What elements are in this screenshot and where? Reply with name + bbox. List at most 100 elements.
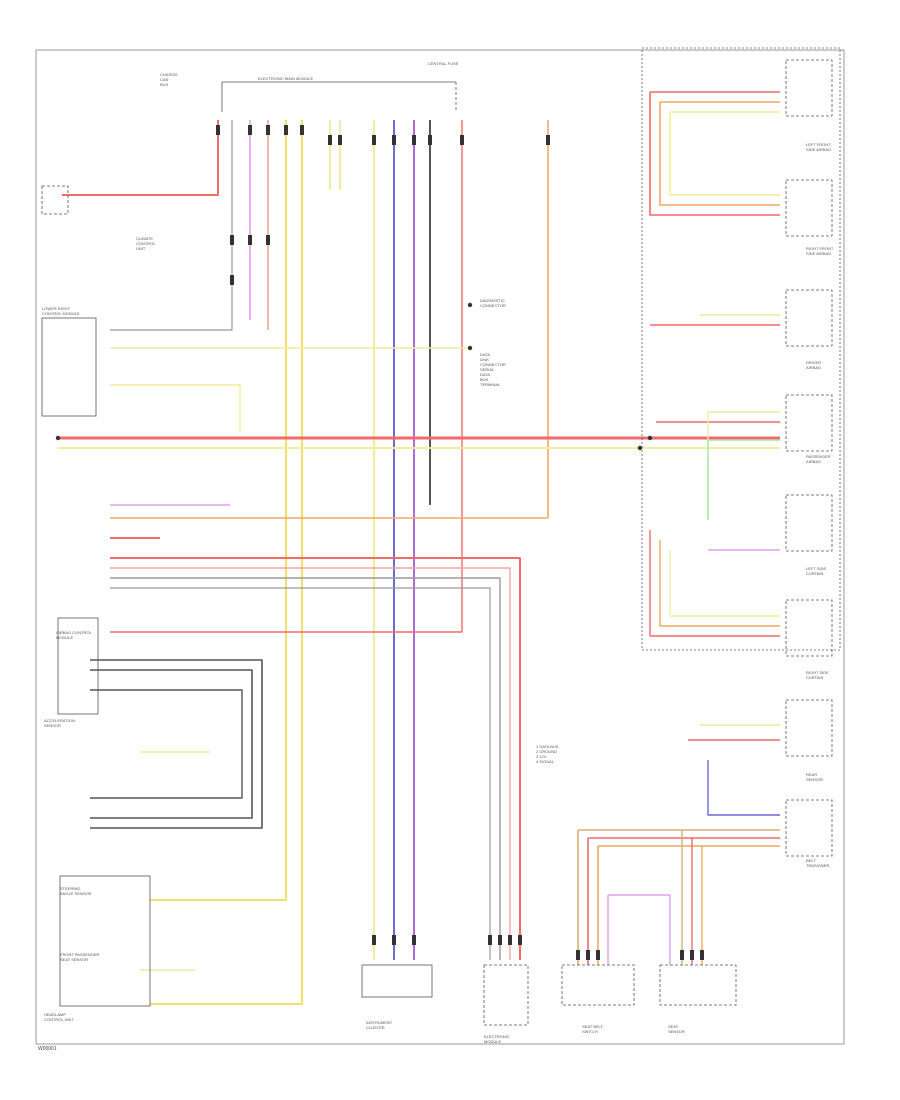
wire-yellow-short — [110, 384, 241, 432]
wire-right-orange-1 — [659, 102, 780, 206]
splice-2 — [467, 345, 473, 351]
connector-bottom-8 — [576, 950, 580, 960]
label-mid-right: DIAGNOSTIC CONNECTOR — [480, 298, 506, 308]
component-left-bottom — [59, 875, 151, 1007]
label-right-col-3: DRIVER AIRBAG — [806, 360, 822, 370]
connector-top-3 — [266, 125, 270, 135]
label-right-col-1: LEFT FRONT SIDE AIRBAG — [806, 142, 832, 152]
connector-bottom-2 — [392, 935, 396, 945]
label-bottom-1: INSTRUMENT CLUSTER — [366, 1020, 393, 1030]
wire-yellow-2 — [150, 120, 303, 1005]
wire-right-yellow-3 — [707, 411, 781, 520]
component-right-5 — [785, 494, 833, 552]
label-left-mid: CLIMATE CONTROL UNIT — [136, 236, 156, 251]
label-right-col-2: RIGHT FRONT SIDE AIRBAG — [806, 246, 834, 256]
wire-right-green — [707, 439, 781, 520]
wire-ground-loop-2 — [90, 669, 253, 819]
label-bottom-2: ELECTRONIC MODULE — [484, 1034, 510, 1044]
wire-right-yellow-1 — [669, 112, 780, 196]
label-right-col-5: LEFT SIDE CURTAIN — [806, 566, 827, 576]
legend: 1 DATA BUS 2 GROUND 3 12V 4 SIGNAL — [536, 744, 559, 764]
splice-4 — [637, 445, 643, 451]
bus-pink-lower — [110, 567, 511, 960]
label-top-sub: ELECTRONIC MAIN MODULE — [258, 76, 314, 81]
bus-gray-lower — [110, 577, 501, 960]
component-right-1 — [785, 59, 833, 117]
component-instrument-cluster — [361, 964, 433, 998]
label-right-col-6: RIGHT SIDE CURTAIN — [806, 670, 829, 680]
connector-top-4 — [284, 125, 288, 135]
wire-right-orange-4 — [659, 540, 780, 627]
connector-top-7 — [338, 135, 342, 145]
component-right-3 — [785, 289, 833, 347]
component-left-airbag-module — [57, 617, 99, 715]
connector-mid-2 — [230, 275, 234, 285]
label-left-bottom-box: STEERING ANGLE SENSOR — [60, 886, 92, 896]
label-left-bottom-box2: FRONT PASSENGER SEAT SENSOR — [60, 952, 100, 962]
wire-red-top-left — [62, 120, 219, 196]
wire-gray-1 — [110, 120, 233, 331]
component-seat-sensor — [659, 964, 737, 1006]
component-right-frame — [641, 47, 841, 651]
wire-right-yellow-4 — [669, 550, 780, 617]
connector-bottom-4 — [488, 935, 492, 945]
connector-top-1 — [216, 125, 220, 135]
connector-top-10 — [412, 135, 416, 145]
splice-1 — [467, 302, 473, 308]
wire-down-magenta-r — [608, 894, 671, 965]
label-right-col-4: PASSENGER AIRBAG — [806, 454, 831, 464]
wire-orange — [110, 120, 549, 519]
connector-top-13 — [546, 135, 550, 145]
connector-bottom-13 — [700, 950, 704, 960]
footer-id: W00001 — [38, 1046, 57, 1052]
connector-top-11 — [428, 135, 432, 145]
label-bottom-4: SEAT SENSOR — [668, 1024, 685, 1034]
bus-red-lower — [110, 557, 521, 960]
connector-mid-1 — [230, 235, 234, 245]
label-right-col-8: BELT TENSIONER — [806, 858, 830, 868]
label-left-box-mid: AIRBAG CONTROL MODULE — [56, 630, 92, 640]
connector-top-2 — [248, 125, 252, 135]
connector-mid-3 — [248, 235, 252, 245]
bus-gray-lower2 — [110, 587, 491, 960]
label-right-col-7: REAR SENSOR — [806, 772, 823, 782]
wire-right-red-4 — [649, 530, 780, 637]
component-electronic-module — [483, 964, 529, 1026]
wire-yellow-1 — [150, 120, 287, 901]
label-mid-right-list: DATA LINK CONNECTOR SERIAL DATA BUS TERM… — [480, 352, 506, 387]
component-right-7 — [785, 699, 833, 757]
label-bottom-3: SEAT BELT SWITCH — [582, 1024, 603, 1034]
wire-red-thin — [110, 120, 463, 633]
connector-top-9 — [392, 135, 396, 145]
label-left-module: LOWER RIGHT CONTROL MODULE — [42, 306, 80, 316]
connector-bottom-1 — [372, 935, 376, 945]
connector-top-6 — [328, 135, 332, 145]
label-left-top: CHASSIS CAN BUS — [160, 72, 178, 87]
connector-mid-4 — [266, 235, 270, 245]
diagram-border — [35, 49, 845, 1045]
connector-bottom-7 — [518, 935, 522, 945]
label-left-sensor: ACCELERATION SENSOR — [44, 718, 75, 728]
component-right-6 — [785, 599, 833, 657]
splice-3 — [55, 435, 61, 441]
connector-bottom-5 — [498, 935, 502, 945]
label-top-center: CENTRAL FUSE — [428, 61, 459, 66]
label-left-bottom-caption: HEADLAMP CONTROL UNIT — [44, 1012, 74, 1022]
splice-5 — [647, 435, 653, 441]
component-seat-belt-switch — [561, 964, 635, 1006]
component-right-4 — [785, 394, 833, 452]
connector-bottom-11 — [680, 950, 684, 960]
connector-bottom-10 — [596, 950, 600, 960]
connector-bottom-12 — [690, 950, 694, 960]
connector-top-5 — [300, 125, 304, 135]
component-right-8 — [785, 799, 833, 857]
connector-bottom-6 — [508, 935, 512, 945]
wire-ground-loop-3 — [90, 689, 243, 799]
component-left-top — [41, 185, 69, 215]
component-right-2 — [785, 179, 833, 237]
connector-top-8 — [372, 135, 376, 145]
connector-bottom-9 — [586, 950, 590, 960]
component-left-module — [41, 317, 97, 417]
connector-top-12 — [460, 135, 464, 145]
